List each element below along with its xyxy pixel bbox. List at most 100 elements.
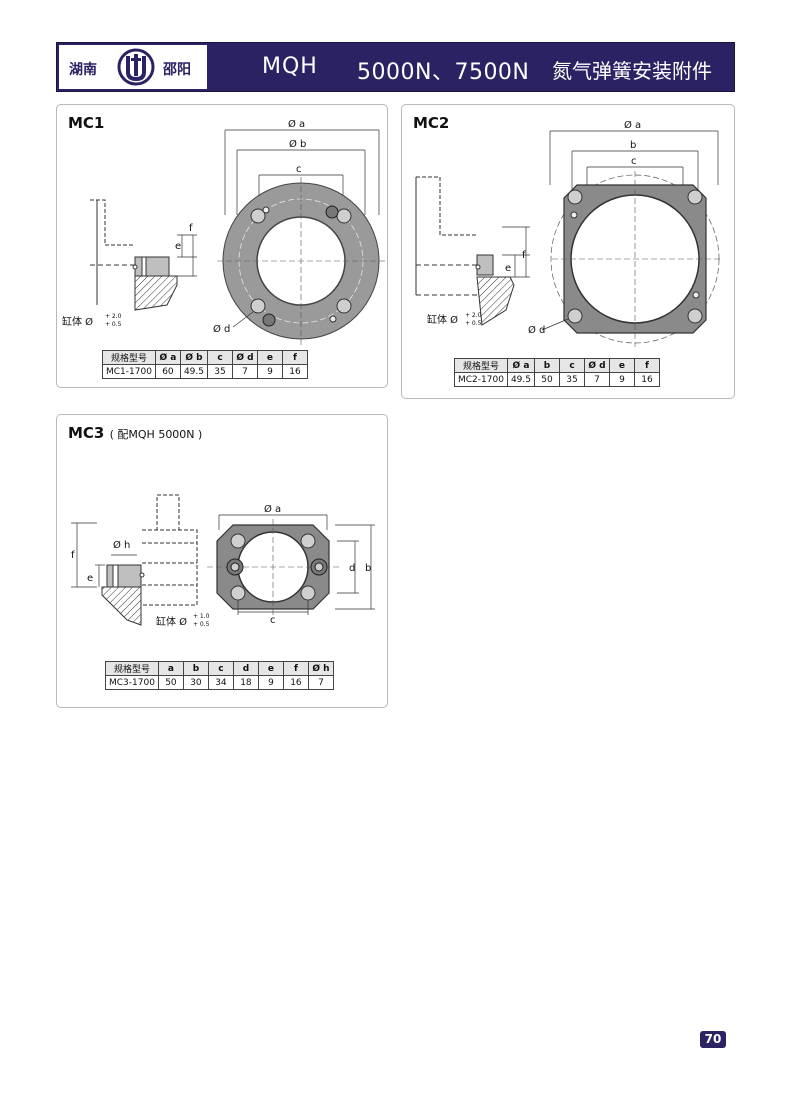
- table-header-cell: f: [281, 350, 308, 365]
- table-cell: 16: [282, 675, 309, 690]
- table-header-cell: 规格型号: [454, 358, 508, 373]
- logo-text-right: 邵阳: [163, 62, 191, 78]
- logo-text-left: 湖南: [69, 62, 97, 78]
- header-title: 氮气弹簧安装附件: [552, 59, 712, 83]
- mc1-front-view: [217, 129, 385, 345]
- panel-mc3: MC3 ( 配MQH 5000N ) f e Ø h 缸体 Ø: [56, 414, 388, 708]
- mc3-side-view: [101, 494, 198, 626]
- table-cell: 16: [281, 364, 308, 379]
- table-cell: 50: [157, 675, 184, 690]
- table-cell: 7: [231, 364, 258, 379]
- mc2-drawing: e f 缸体 Ø + 2.0 + 0.5: [415, 119, 720, 347]
- table-header-cell: Ø b: [179, 350, 208, 365]
- mc2-tol-down: + 0.5: [465, 320, 482, 327]
- table-cell: 49.5: [179, 364, 208, 379]
- table-cell: 49.5: [506, 372, 535, 387]
- table-cell: 30: [182, 675, 209, 690]
- table-header-cell: Ø a: [154, 350, 181, 365]
- panel-title-mc3: MC3 ( 配MQH 5000N ): [68, 424, 202, 442]
- table-cell: 60: [154, 364, 181, 379]
- table-header-cell: 规格型号: [105, 661, 159, 676]
- table-cell: 18: [232, 675, 259, 690]
- mc3-label-c: c: [270, 615, 276, 626]
- mc3-tol-up: + 1.0: [193, 613, 210, 620]
- table-header-cell: Ø h: [307, 661, 334, 676]
- table-cell: 7: [583, 372, 610, 387]
- table-header-cell: Ø d: [231, 350, 258, 365]
- table-header-cell: b: [182, 661, 209, 676]
- table-cell: 9: [608, 372, 635, 387]
- company-logo: 湖南 邵阳: [59, 45, 207, 89]
- table-header-cell: e: [256, 350, 283, 365]
- table-header-cell: c: [558, 358, 585, 373]
- table-header-cell: c: [207, 661, 234, 676]
- mc2-label-a: Ø a: [624, 119, 641, 131]
- mc1-tol-up: + 2.0: [105, 313, 122, 320]
- mc1-drawing: e f 缸体 Ø + 2.0 + 0.5: [62, 118, 385, 345]
- mc3-spec-table: 规格型号 a b c d e f Ø h MC3-1700 50 30 34 1…: [105, 661, 334, 690]
- table-cell: 35: [558, 372, 585, 387]
- table-header-cell: e: [608, 358, 635, 373]
- mc1-label-d: Ø d: [213, 323, 230, 335]
- page-number: 70: [700, 1031, 726, 1048]
- table-cell: MC1-1700: [102, 364, 156, 379]
- mc1-bore-label: 缸体 Ø: [62, 315, 93, 328]
- mc1-label-c: c: [296, 164, 302, 175]
- mc3-tol-down: + 0.5: [193, 621, 210, 628]
- mc3-label-b: b: [365, 563, 371, 574]
- mc1-spec-table: 规格型号 Ø a Ø b c Ø d e f MC1-1700 60 49.5 …: [102, 350, 308, 379]
- table-cell: 35: [206, 364, 233, 379]
- mc2-label-e: e: [505, 263, 511, 274]
- table-header-cell: f: [282, 661, 309, 676]
- panel-title-mc3-text: MC3: [68, 424, 105, 442]
- panel-title-mc2: MC2: [413, 114, 450, 132]
- table-header-row: 规格型号 Ø a Ø b c Ø d e f: [102, 350, 308, 365]
- mc3-label-e: e: [87, 573, 93, 584]
- table-header-cell: c: [206, 350, 233, 365]
- mc3-drawing: f e Ø h 缸体 Ø + 1.0 + 0.5: [71, 494, 375, 628]
- table-header-cell: Ø d: [583, 358, 610, 373]
- mc1-tol-down: + 0.5: [105, 321, 122, 328]
- table-row: MC1-1700 60 49.5 35 7 9 16: [102, 364, 308, 379]
- mc3-label-a: Ø a: [264, 503, 281, 515]
- page-header: 湖南 邵阳 MQH 5000N、7500N 氮气弹簧安装附件: [56, 42, 735, 92]
- header-model: MQH: [262, 54, 318, 79]
- mc3-label-f: f: [71, 550, 75, 561]
- table-cell: 50: [533, 372, 560, 387]
- table-header-row: 规格型号 Ø a b c Ø d e f: [454, 358, 660, 373]
- mc3-bore-label: 缸体 Ø: [156, 615, 187, 628]
- table-row: MC2-1700 49.5 50 35 7 9 16: [454, 372, 660, 387]
- table-cell: 16: [633, 372, 660, 387]
- logo-emblem-icon: [117, 48, 155, 86]
- table-cell: 9: [256, 364, 283, 379]
- mc1-side-view: [90, 199, 178, 311]
- mc1-label-f: f: [189, 223, 193, 234]
- mc3-label-h: Ø h: [113, 539, 130, 551]
- panel-title-mc1: MC1: [68, 114, 105, 132]
- mc2-front-view: [541, 130, 720, 347]
- mc1-label-e: e: [175, 241, 181, 252]
- mc2-side-view: [415, 176, 515, 326]
- mc2-spec-table: 规格型号 Ø a b c Ø d e f MC2-1700 49.5 50 35…: [454, 358, 660, 387]
- table-header-row: 规格型号 a b c d e f Ø h: [105, 661, 334, 676]
- table-cell: MC3-1700: [105, 675, 159, 690]
- table-cell: 7: [307, 675, 334, 690]
- mc2-label-d: Ø d: [528, 324, 545, 336]
- mc3-front-view: [207, 514, 375, 615]
- mc1-label-b: Ø b: [289, 138, 306, 150]
- table-header-cell: d: [232, 661, 259, 676]
- panel-mc1: MC1 e f 缸体 Ø + 2.0 + 0.5: [56, 104, 388, 388]
- table-cell: MC2-1700: [454, 372, 508, 387]
- header-force: 5000N、7500N: [357, 60, 530, 85]
- panel-mc2: MC2 e f 缸体 Ø + 2.0 + 0.5: [401, 104, 735, 399]
- table-header-cell: Ø a: [506, 358, 535, 373]
- table-header-cell: e: [257, 661, 284, 676]
- mc2-bore-label: 缸体 Ø: [427, 313, 458, 326]
- table-cell: 34: [207, 675, 234, 690]
- mc2-label-f: f: [522, 250, 526, 261]
- mc2-tol-up: + 2.0: [465, 312, 482, 319]
- table-cell: 9: [257, 675, 284, 690]
- mc2-label-c: c: [631, 156, 637, 167]
- table-header-cell: 规格型号: [102, 350, 156, 365]
- table-header-cell: a: [157, 661, 184, 676]
